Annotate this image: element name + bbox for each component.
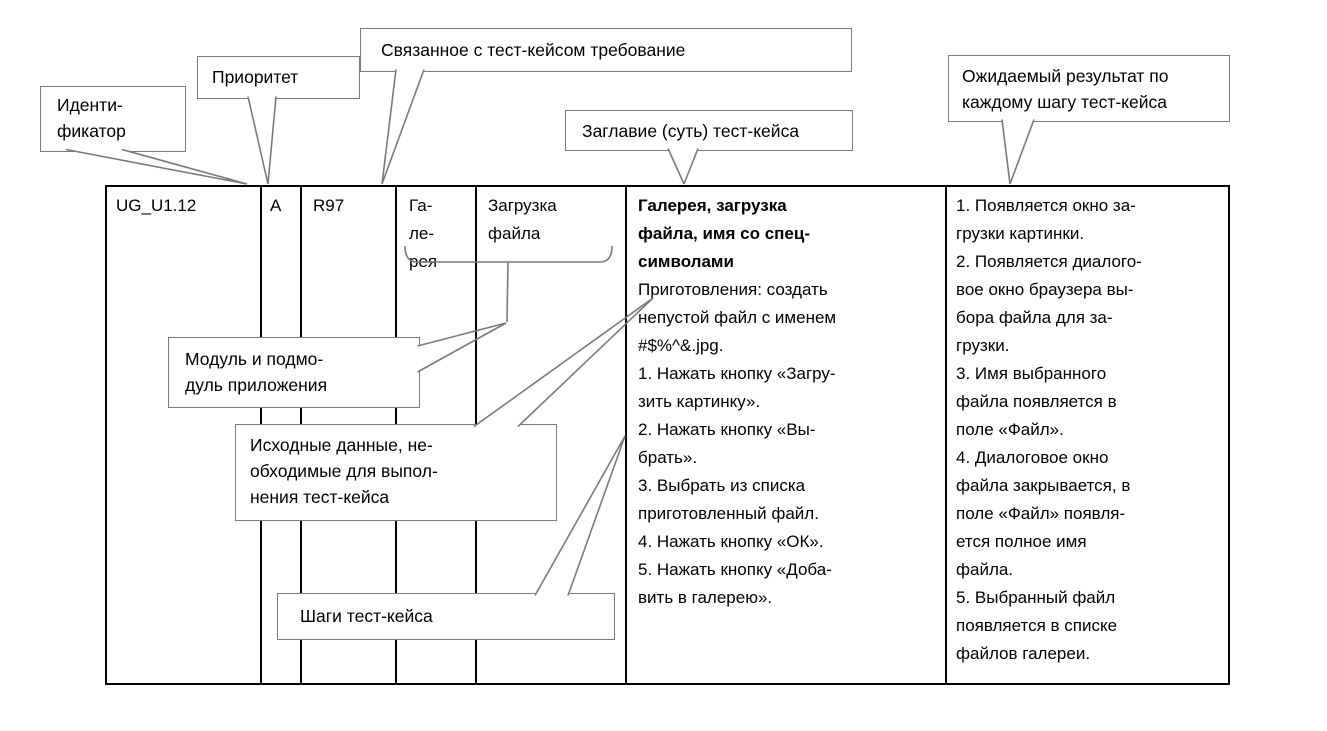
cell-expected-results: 1. Появляется окно за- грузки картинки. … — [947, 187, 1228, 683]
callout-priority-label: Приоритет — [212, 67, 299, 87]
cell-submodule: Загрузка файла — [477, 187, 627, 683]
callout-input-data-label: Исходные данные, не- обходимые для выпол… — [250, 435, 438, 507]
callout-module-label: Модуль и подмо- дуль приложения — [185, 349, 328, 395]
test-case-title-text: Галерея, загрузка файла, имя со спец- си… — [638, 196, 811, 271]
callout-expected-result-label: Ожидаемый результат по каждому шагу тест… — [962, 66, 1169, 112]
callout-case-title-label: Заглавие (суть) тест-кейса — [582, 121, 800, 141]
callout-input-data: Исходные данные, не- обходимые для выпол… — [235, 424, 557, 521]
expected-results-text: 1. Появляется окно за- грузки картинки. … — [956, 196, 1142, 663]
callout-expected-result: Ожидаемый результат по каждому шагу тест… — [948, 55, 1230, 122]
callout-case-title: Заглавие (суть) тест-кейса — [565, 110, 853, 151]
test-case-steps-text: Приготовления: создать непустой файл с и… — [638, 280, 837, 607]
identifier-callout-pointer — [65, 148, 248, 185]
priority-callout-pointer — [247, 96, 277, 185]
callout-requirement: Связанное с тест-кейсом требование — [360, 28, 852, 72]
callout-steps-label: Шаги тест-кейса — [300, 606, 433, 626]
case-title-callout-pointer — [667, 148, 699, 185]
callout-identifier: Иденти- фикатор — [40, 86, 186, 152]
callout-priority: Приоритет — [197, 56, 360, 99]
callout-requirement-label: Связанное с тест-кейсом требование — [381, 40, 686, 60]
callout-module: Модуль и подмо- дуль приложения — [168, 337, 420, 408]
expected-result-callout-pointer — [1001, 119, 1035, 185]
callout-steps: Шаги тест-кейса — [277, 593, 615, 640]
cell-steps: Галерея, загрузка файла, имя со спец- си… — [627, 187, 947, 683]
requirement-callout-pointer — [381, 69, 425, 185]
callout-identifier-label: Иденти- фикатор — [57, 95, 126, 141]
